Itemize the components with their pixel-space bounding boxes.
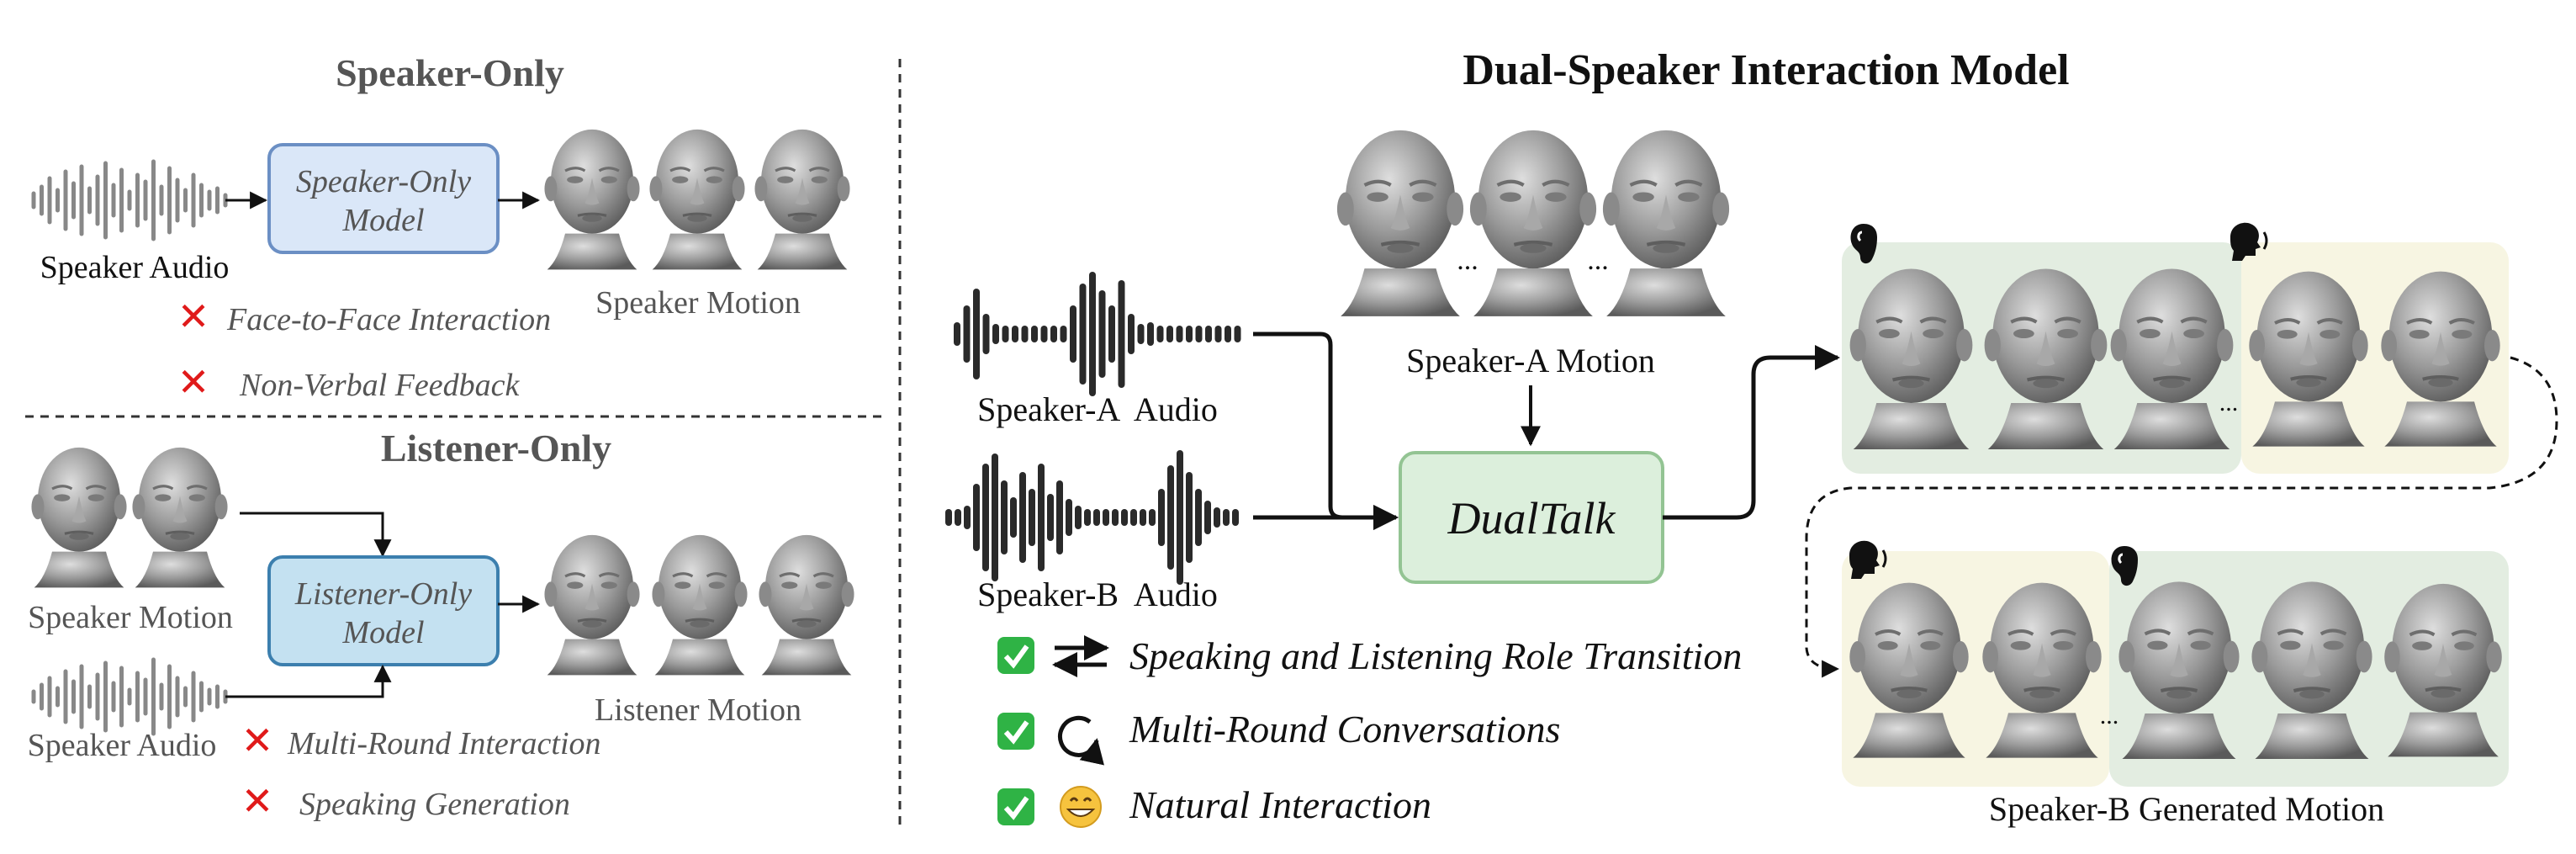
speaker-a-motion-faces [1337, 130, 1729, 316]
speaker-a-audio-waveform [954, 272, 1241, 396]
speaker-audio-waveform-2 [31, 657, 228, 736]
speaking-head-icon-2 [1849, 540, 1887, 579]
listener-only-title: Listener-Only [381, 427, 611, 469]
speaker-motion-label-2: Speaker Motion [28, 600, 233, 635]
svg-text:Multi-Round Interaction: Multi-Round Interaction [287, 726, 601, 761]
dashed-continuation-arrow [1805, 356, 2558, 678]
limitation-face-to-face: ✕ Face-to-Face Interaction [177, 294, 551, 339]
listener-motion-label: Listener Motion [595, 692, 801, 728]
arrow-dualtalk-to-output [1663, 345, 1840, 520]
ellipsis-row2: ... [2100, 702, 2119, 729]
generated-faces-row-1 [1850, 269, 2500, 450]
speaker-audio-label-2: Speaker Audio [28, 728, 217, 763]
cycle-icon [1058, 715, 1104, 766]
speaking-head-icon [2230, 222, 2268, 261]
ellipsis-row1: ... [2219, 389, 2239, 416]
listener-only-model-line1: Listener-Only [294, 576, 472, 612]
arrows-swap-icon [1052, 635, 1109, 677]
ellipsis-a2: ... [1587, 245, 1609, 276]
limitation-speaking-generation: ✕ Speaking Generation [241, 778, 570, 824]
smiley-icon [1060, 786, 1102, 828]
speaker-audio-waveform [31, 159, 228, 241]
listener-only-model-line2: Model [341, 615, 424, 650]
generated-faces-row-2 [1849, 581, 2501, 759]
svg-text:Speaking Generation: Speaking Generation [299, 787, 570, 822]
checkmark-icon [997, 713, 1034, 750]
listener-input-speaker-faces [29, 445, 230, 590]
benefit-text-2: Multi-Round Conversations [1129, 708, 1560, 751]
benefit-natural-interaction: Natural Interaction [997, 783, 1431, 828]
speaker-b-audio-waveform [945, 450, 1239, 585]
cross-icon: ✕ [177, 359, 210, 405]
benefit-multi-round: Multi-Round Conversations [997, 708, 1560, 766]
speaker-a-audio-label: Speaker-A Audio [977, 390, 1218, 428]
listener-motion-faces [542, 533, 856, 677]
speaker-only-model-box [267, 143, 500, 254]
speaker-audio-label-1: Speaker Audio [40, 250, 230, 285]
arrow-audio-a-to-dualtalk [1253, 332, 1399, 530]
cross-icon: ✕ [241, 778, 274, 824]
dual-speaker-title: Dual-Speaker Interaction Model [1463, 46, 2069, 94]
speaker-a-motion-label: Speaker-A Motion [1406, 342, 1655, 379]
arrow-motion-to-listener-model [240, 512, 392, 558]
limitation-non-verbal: ✕ Non-Verbal Feedback [177, 359, 521, 405]
checkmark-icon [997, 637, 1034, 674]
limitation-multi-round: ✕ Multi-Round Interaction [241, 718, 601, 763]
cross-icon: ✕ [177, 294, 210, 339]
benefit-text-3: Natural Interaction [1129, 783, 1431, 826]
svg-text:Non-Verbal Feedback: Non-Verbal Feedback [239, 368, 521, 403]
ear-icon-2 [2111, 546, 2138, 586]
speaker-only-model-line1: Speaker-Only [296, 164, 471, 199]
benefit-text-1: Speaking and Listening Role Transition [1129, 634, 1742, 677]
speaker-motion-faces [542, 127, 852, 272]
speaker-only-title: Speaker-Only [336, 51, 564, 94]
dualtalk-label: DualTalk [1447, 493, 1616, 544]
speaker-b-generated-label: Speaker-B Generated Motion [1989, 790, 2384, 828]
ear-icon [1850, 224, 1877, 264]
speaker-b-audio-label: Speaker-B Audio [977, 576, 1218, 613]
checkmark-icon [997, 788, 1034, 825]
cross-icon: ✕ [241, 718, 274, 763]
svg-text:Face-to-Face Interaction: Face-to-Face Interaction [226, 302, 551, 337]
speaker-motion-label-1: Speaker Motion [595, 285, 801, 321]
ellipsis-a1: ... [1457, 245, 1478, 276]
benefit-role-transition: Speaking and Listening Role Transition [997, 634, 1742, 677]
speaker-only-model-line2: Model [341, 203, 424, 238]
arrow-audio-to-listener-model [225, 664, 392, 698]
